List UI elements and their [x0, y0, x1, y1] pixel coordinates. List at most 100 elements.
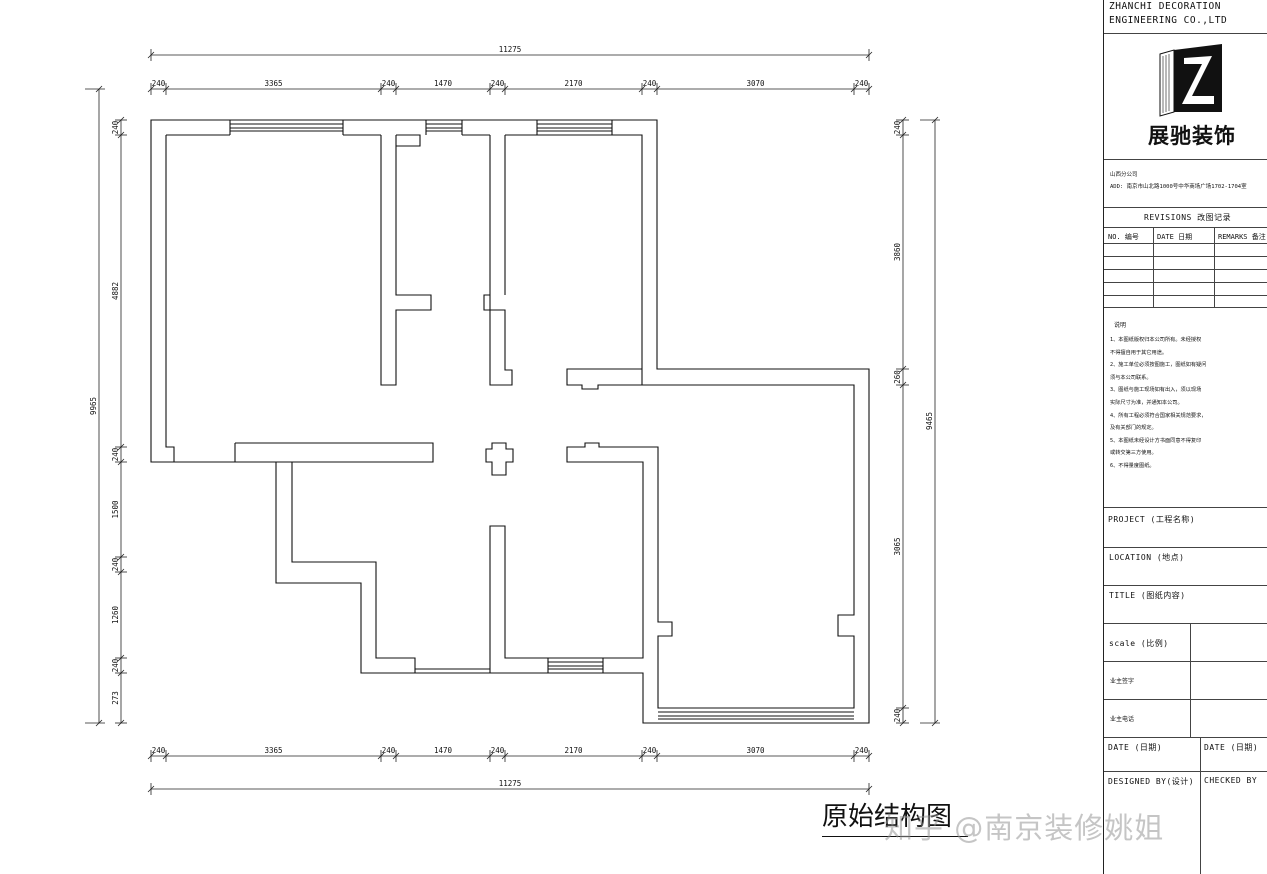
- dim-label: 240: [111, 658, 120, 672]
- rev-col-no: NO. 编号: [1108, 233, 1139, 241]
- cell-divider: [1190, 662, 1191, 700]
- dim-label: 240: [643, 79, 657, 88]
- dim-label: 1500: [111, 500, 120, 519]
- owner-sign-field: 业主签字: [1104, 662, 1267, 700]
- dim-label: 2170: [564, 746, 583, 755]
- rev-divider: [1153, 228, 1154, 308]
- rev-col-date: DATE 日期: [1157, 233, 1193, 241]
- cell-divider: [1200, 738, 1201, 772]
- rev-row-line: [1104, 269, 1267, 270]
- rev-row-line: [1104, 243, 1267, 244]
- dim-label: 240: [152, 79, 166, 88]
- zhanchi-logo-icon: [1159, 44, 1222, 117]
- dim-label: 240: [893, 708, 902, 722]
- dim-label: 4882: [111, 282, 120, 300]
- date-label-1: DATE (日期): [1108, 743, 1163, 752]
- rev-row-line: [1104, 282, 1267, 283]
- company-name-line1: ZHANCHI DECORATION: [1109, 1, 1221, 12]
- scale-field: scale (比例): [1104, 624, 1267, 662]
- designed-by-label: DESIGNED BY(设计): [1108, 777, 1195, 786]
- location-label: LOCATION (地点): [1109, 553, 1185, 562]
- note-line: 1、本图纸版权归本公司所有。未经授权: [1110, 337, 1202, 343]
- dimension-lines: [85, 49, 940, 795]
- dim-label: 9965: [89, 397, 98, 415]
- dim-label: 3070: [746, 746, 765, 755]
- company-name-line2: ENGINEERING CO.,LTD: [1109, 15, 1228, 26]
- notes-section: 说明 1、本图纸版权归本公司所有。未经授权不得擅自用于其它用途。 2、施工单位必须…: [1104, 308, 1267, 508]
- rev-row-line: [1104, 295, 1267, 296]
- brand-name: 展驰装饰: [1148, 124, 1236, 148]
- title-field: TITLE (图纸内容): [1104, 586, 1267, 624]
- cell-divider: [1190, 624, 1191, 662]
- owner-sign-label: 业主签字: [1110, 678, 1135, 685]
- notes-list: 1、本图纸版权归本公司所有。未经授权不得擅自用于其它用途。 2、施工单位必须按图施…: [1110, 334, 1260, 473]
- designer-field: DESIGNED BY(设计) CHECKED BY: [1104, 772, 1267, 874]
- dim-label: 3860: [893, 242, 902, 261]
- note-line: 3、图纸与施工现场如有出入，须以现场: [1110, 387, 1202, 394]
- dim-label: 11275: [499, 779, 522, 788]
- note-line: 或转交第三方使用。: [1110, 450, 1157, 457]
- dim-label: 273: [111, 691, 120, 705]
- dim-label: 240: [855, 79, 869, 88]
- title-label: TITLE (图纸内容): [1109, 591, 1186, 600]
- owner-phone-label: 业主电话: [1110, 716, 1135, 723]
- dim-label: 260: [893, 370, 902, 384]
- dim-label: 240: [855, 746, 869, 755]
- dim-label: 3365: [264, 746, 282, 755]
- dim-label: 1470: [434, 79, 453, 88]
- dim-label: 240: [382, 79, 396, 88]
- dim-label: 240: [491, 79, 505, 88]
- branch-info: 山西分公司 ADD: 南京市山北路1000号中华商场广场1702-1704室: [1104, 160, 1267, 208]
- dim-label: 2170: [564, 79, 583, 88]
- dim-label: 240: [893, 120, 902, 134]
- dim-label: 240: [111, 447, 120, 461]
- dim-label: 240: [643, 746, 657, 755]
- dim-label: 11275: [499, 45, 522, 54]
- dim-label: 240: [382, 746, 396, 755]
- dimension-labels: 240 3365 240 1470 240 2170 240 3070 240 240 3365 24…: [89, 45, 934, 788]
- note-line: 2、施工单位必须按图施工，图纸如有疑问: [1110, 362, 1207, 369]
- revisions-header: REVISIONS 改图记录: [1104, 208, 1267, 228]
- note-line: 6、不得量度图纸。: [1110, 462, 1155, 469]
- owner-phone-field: 业主电话: [1104, 700, 1267, 738]
- dim-label: 9465: [925, 412, 934, 430]
- note-line: 5、本图纸未经设计方书面同意不得复印: [1110, 437, 1202, 444]
- watermark: 知乎 @南京装修姚姐: [884, 811, 1165, 845]
- floor-plan-walls: [150, 119, 870, 724]
- cell-divider: [1190, 700, 1191, 738]
- rev-divider: [1214, 228, 1215, 308]
- project-field: PROJECT (工程名称): [1104, 508, 1267, 548]
- note-line: 及有关部门的规定。: [1110, 425, 1157, 432]
- rev-col-remarks: REMARKS 备注: [1218, 233, 1266, 241]
- dim-label: 1260: [111, 605, 120, 624]
- caption-underline: [822, 836, 968, 837]
- revisions-table: NO. 编号 DATE 日期 REMARKS 备注: [1104, 228, 1267, 308]
- dim-label: 3065: [893, 537, 902, 555]
- dim-label: 240: [111, 120, 120, 134]
- project-label: PROJECT (工程名称): [1108, 515, 1196, 524]
- logo-area: 展驰装饰: [1104, 34, 1267, 160]
- drawing-caption: 原始结构图: [822, 802, 953, 832]
- date-field: DATE (日期) DATE (日期): [1104, 738, 1267, 772]
- title-block: ZHANCHI DECORATION ENGINEERING CO.,LTD 展…: [1103, 0, 1267, 874]
- branch-address: ADD: 南京市山北路1000号中华商场广场1702-1704室: [1110, 184, 1247, 190]
- dim-label: 240: [152, 746, 166, 755]
- revisions-title: REVISIONS 改图记录: [1144, 213, 1232, 222]
- dim-label: 1470: [434, 746, 453, 755]
- location-field: LOCATION (地点): [1104, 548, 1267, 586]
- dim-label: 240: [111, 557, 120, 571]
- dim-label: 3070: [746, 79, 765, 88]
- note-line: 须与本公司联系。: [1110, 374, 1152, 381]
- branch-name: 山西分公司: [1110, 172, 1138, 178]
- notes-title: 说明: [1114, 322, 1127, 329]
- company-header: ZHANCHI DECORATION ENGINEERING CO.,LTD: [1104, 0, 1267, 34]
- dim-label: 240: [491, 746, 505, 755]
- rev-row-line: [1104, 256, 1267, 257]
- note-line: 不得擅自用于其它用途。: [1110, 349, 1168, 356]
- cell-divider: [1200, 772, 1201, 874]
- dim-label: 3365: [264, 79, 282, 88]
- date-label-2: DATE (日期): [1204, 743, 1259, 752]
- scale-label: scale (比例): [1109, 639, 1169, 648]
- note-line: 实际尺寸为准，并通知本公司。: [1110, 399, 1183, 406]
